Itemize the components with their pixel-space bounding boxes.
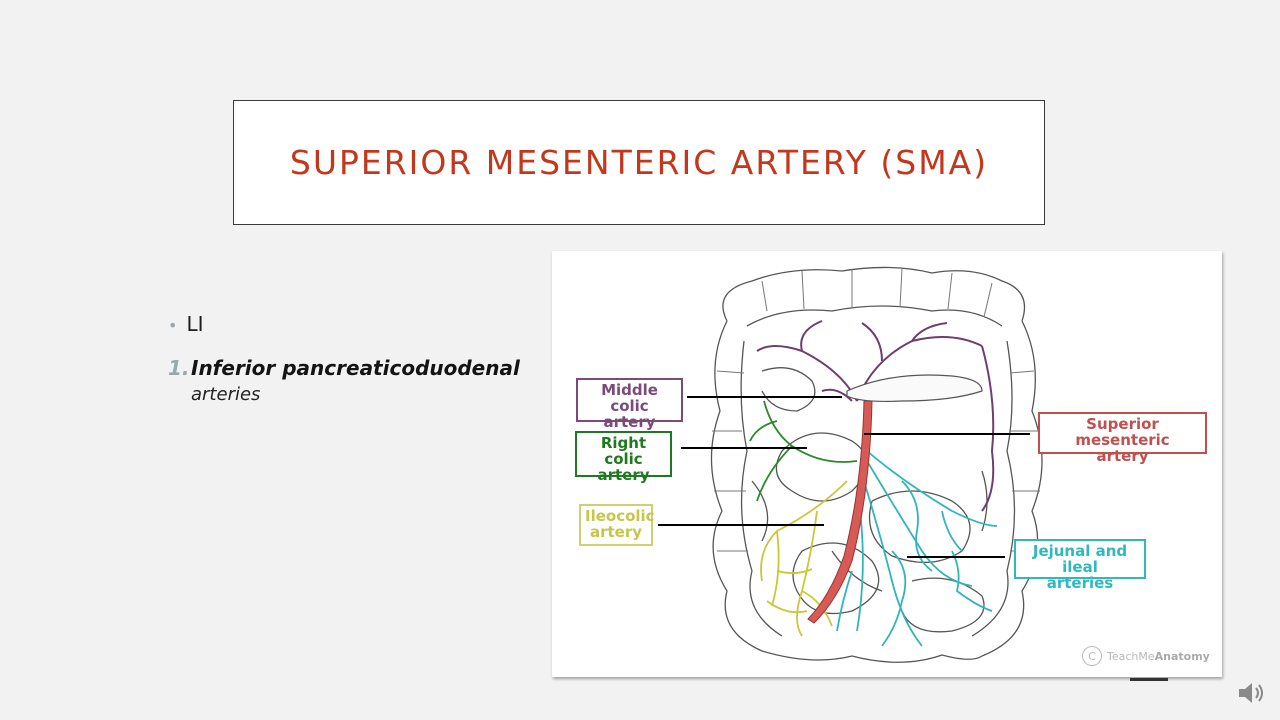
bullet-text: LI: [186, 312, 204, 336]
bullet-dot-icon: •: [168, 316, 178, 335]
jejunal-vessels: [836, 450, 998, 647]
label-line: arteries: [1046, 574, 1114, 592]
label-line: Middle colic: [601, 381, 658, 415]
colon-outline: [710, 266, 1043, 663]
title-box: SUPERIOR MESENTERIC ARTERY (SMA): [233, 100, 1045, 225]
copyright-icon: C: [1082, 646, 1102, 666]
label-line: artery: [1096, 447, 1149, 465]
slide-tab: [1130, 678, 1168, 681]
label-ileocolic-artery: Ileocolic artery: [579, 504, 655, 546]
label-middle-colic-artery: Middle colic artery: [576, 378, 683, 430]
numbered-bold-text: Inferior pancreaticoduodenal: [191, 356, 520, 380]
bullet-item: • LI: [168, 312, 538, 336]
label-right-colic-artery: Right colic artery: [575, 431, 672, 483]
numbered-text: Inferior pancreaticoduodenal: [191, 356, 520, 380]
speaker-icon[interactable]: [1236, 678, 1268, 712]
label-line: Right colic: [600, 434, 647, 468]
leader-lines: [658, 396, 1030, 558]
label-jejunal-ileal-arteries: Jejunal and ileal arteries: [1014, 539, 1146, 591]
label-line: artery: [589, 523, 643, 541]
label-line: Ileocolic: [585, 507, 655, 525]
middle-colic-vessels: [756, 320, 995, 512]
numbered-continuation: arteries: [191, 384, 261, 405]
sma-trunk: [807, 400, 873, 624]
label-line: artery: [597, 466, 650, 484]
anatomy-figure: Middle colic artery Right colic artery I…: [552, 251, 1222, 677]
label-line: artery: [603, 413, 656, 431]
colon-haustra: [712, 268, 1040, 552]
slide-title: SUPERIOR MESENTERIC ARTERY (SMA): [289, 143, 989, 182]
watermark-strong: Anatomy: [1154, 649, 1210, 663]
label-superior-mesenteric-artery: Superior mesenteric artery: [1038, 412, 1207, 464]
bullet-list: • LI 1. Inferior pancreaticoduodenal art…: [168, 312, 538, 405]
watermark-prefix: TeachMe: [1107, 649, 1155, 663]
label-line: Superior mesenteric: [1075, 415, 1170, 449]
number-marker: 1.: [168, 356, 190, 380]
intestine-illustration: [658, 266, 1043, 663]
speaker-icon-graphic: [1239, 683, 1263, 703]
numbered-item: 1. Inferior pancreaticoduodenal: [168, 356, 538, 380]
ileocolic-vessels: [760, 480, 848, 637]
pancreas-shape: [846, 374, 983, 403]
right-colic-vessels: [749, 400, 858, 502]
label-line: Jejunal and ileal: [1032, 542, 1128, 576]
